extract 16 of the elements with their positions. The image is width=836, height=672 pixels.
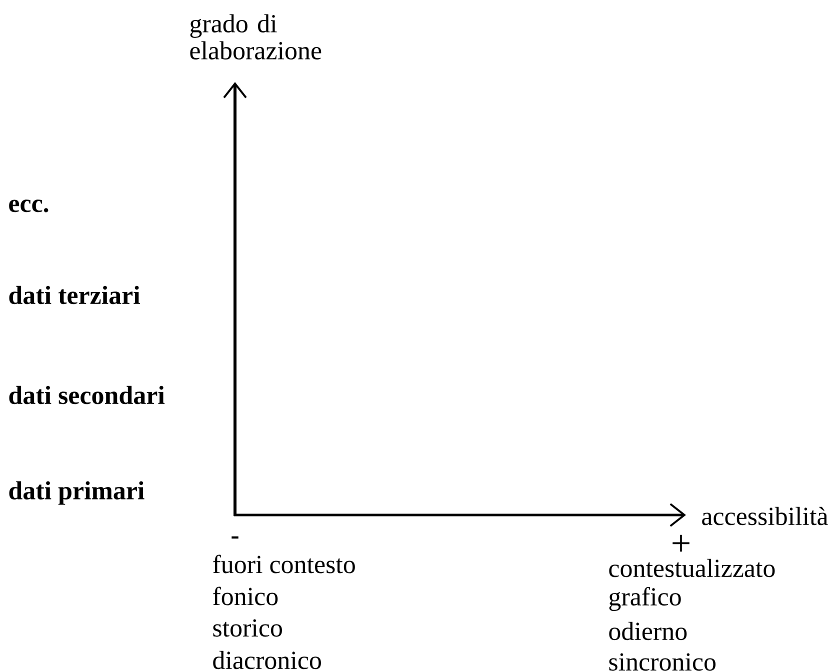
axis-title: grado di elaborazione: [190, 14, 322, 60]
axis-value-label: diacronico: [213, 650, 321, 670]
axis-value-label: contestualizzato: [609, 558, 775, 578]
axis-value-label: odierno: [609, 622, 687, 640]
level-label: ecc.: [9, 200, 48, 212]
plus-sign: +: [672, 534, 690, 552]
axis-value-label: fuori contesto: [213, 554, 355, 574]
axis-value-label: fonico: [213, 586, 278, 606]
axis-title: accessibilità: [702, 506, 828, 526]
axis-value-label: sincronico: [609, 653, 716, 671]
level-label: dati primari: [9, 481, 144, 505]
level-label: dati secondari: [9, 386, 165, 404]
axis-value-label: grafico: [609, 587, 681, 611]
level-label: dati terziari: [9, 286, 140, 304]
axis-value-label: storico: [213, 619, 282, 637]
minus-sign: -: [232, 536, 238, 539]
